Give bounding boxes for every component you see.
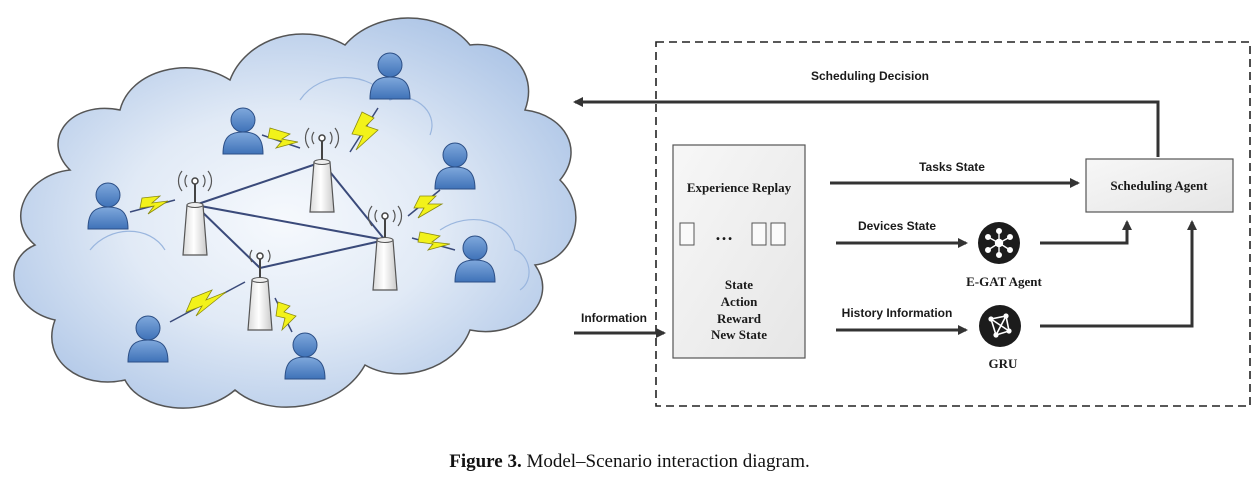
replay-slot bbox=[751, 222, 767, 246]
lightning-bolt-icon bbox=[349, 107, 379, 153]
person-icon bbox=[222, 107, 264, 155]
replay-item-new-state: New State bbox=[711, 327, 767, 342]
person-icon bbox=[369, 52, 411, 100]
cloud-shape bbox=[13, 17, 577, 409]
lightning-bolt-icon bbox=[274, 297, 297, 333]
devices-state-label: Devices State bbox=[858, 219, 936, 233]
antenna-tower-icon bbox=[247, 249, 273, 331]
replay-item-reward: Reward bbox=[717, 311, 762, 326]
scheduling-agent-label: Scheduling Agent bbox=[1110, 178, 1208, 193]
scheduling-decision-arrow bbox=[573, 97, 1160, 157]
replay-item-state: State bbox=[725, 277, 753, 292]
experience-replay-title: Experience Replay bbox=[687, 180, 792, 195]
figure-caption-text: Model–Scenario interaction diagram. bbox=[521, 451, 810, 472]
lightning-bolt-icon bbox=[411, 231, 456, 251]
cloud-puff bbox=[439, 219, 530, 291]
scheduling-agent-box: Scheduling Agent bbox=[1085, 158, 1234, 213]
lightning-bolt-icon bbox=[261, 127, 301, 149]
gru-to-agent-arrow bbox=[1040, 220, 1197, 328]
person-icon bbox=[284, 332, 326, 380]
network-scenario bbox=[13, 17, 577, 409]
figure-caption-label: Figure 3. bbox=[449, 451, 522, 472]
users bbox=[87, 52, 496, 380]
person-icon bbox=[127, 315, 169, 363]
person-icon bbox=[87, 182, 129, 230]
person-icon bbox=[434, 142, 476, 190]
lightning-bolt-icon bbox=[129, 195, 176, 215]
antenna-tower-icon bbox=[177, 170, 213, 256]
person-icon bbox=[454, 235, 496, 283]
scheduling-decision-label: Scheduling Decision bbox=[811, 69, 929, 83]
gru-label: GRU bbox=[989, 356, 1019, 371]
information-label: Information bbox=[581, 311, 647, 325]
graph-network-icon bbox=[978, 222, 1020, 264]
base-stations bbox=[177, 127, 403, 331]
network-links bbox=[194, 161, 386, 269]
lightning-bolt-icon bbox=[407, 189, 444, 219]
antenna-tower-icon bbox=[367, 205, 403, 291]
history-information-label: History Information bbox=[842, 306, 953, 320]
cloud-puff bbox=[89, 230, 166, 251]
lightning-bolt-icon bbox=[169, 281, 246, 323]
cloud-puff bbox=[299, 76, 433, 136]
replay-item-action: Action bbox=[721, 294, 759, 309]
tasks-state-label: Tasks State bbox=[919, 160, 985, 174]
figure-caption: Figure 3. Model–Scenario interaction dia… bbox=[0, 451, 1259, 473]
replay-slot bbox=[770, 222, 786, 246]
recurrent-graph-icon bbox=[979, 305, 1021, 347]
model-boundary bbox=[655, 41, 1251, 407]
wireless-links bbox=[129, 107, 456, 333]
replay-ellipsis: … bbox=[715, 224, 733, 244]
antenna-tower-icon bbox=[304, 127, 340, 213]
egat-agent-label: E-GAT Agent bbox=[966, 274, 1042, 289]
experience-replay-box: Experience Replay … State Action Reward … bbox=[672, 144, 806, 359]
replay-slot bbox=[679, 222, 695, 246]
egat-to-agent-arrow bbox=[1040, 220, 1132, 245]
